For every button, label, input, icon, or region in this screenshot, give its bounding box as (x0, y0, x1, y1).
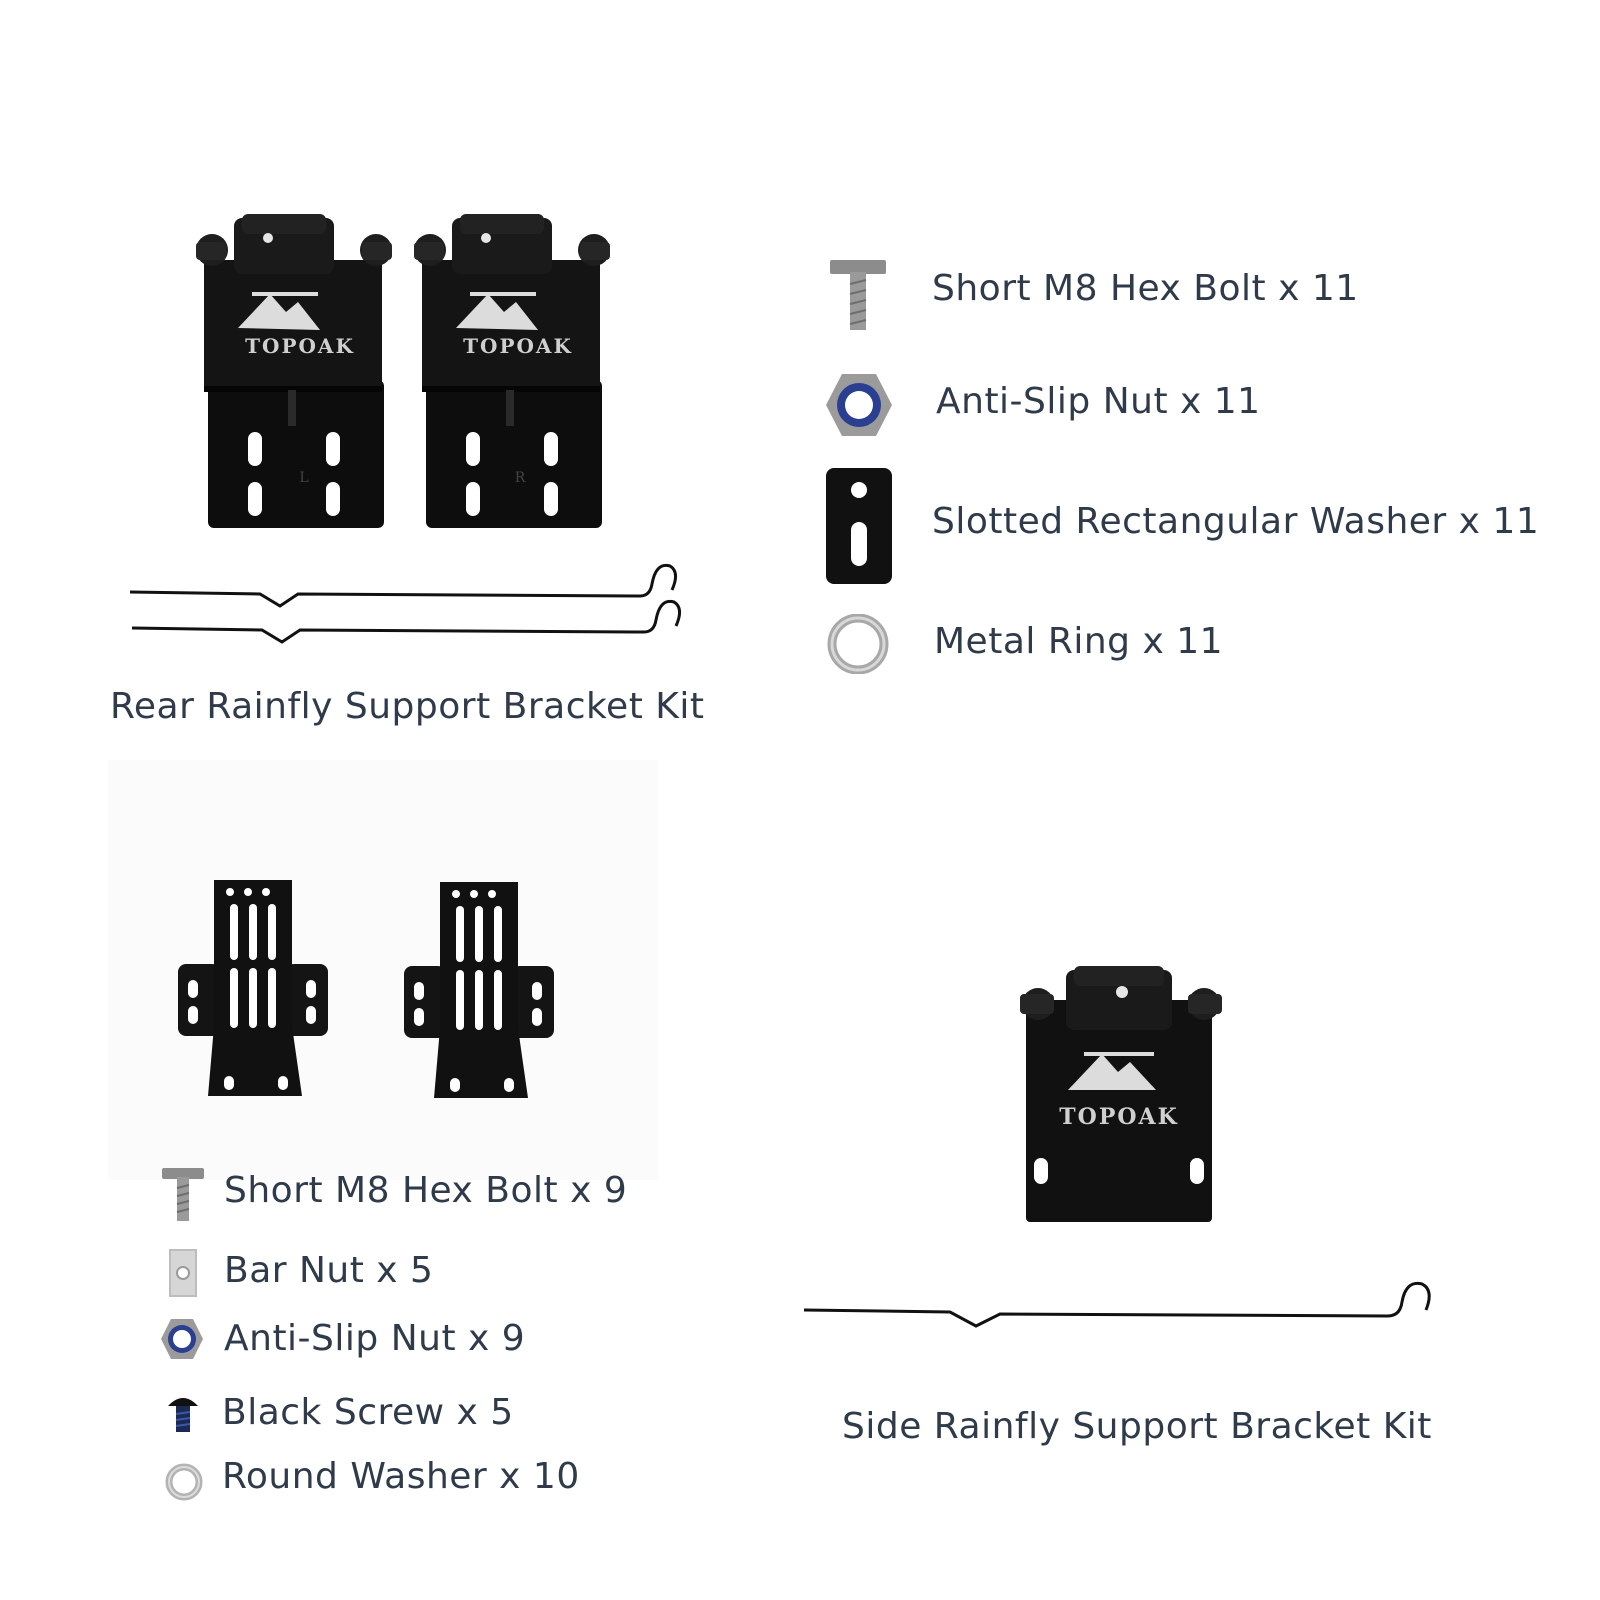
rear-support-rods (129, 563, 681, 644)
bracket-mark-right: R (515, 470, 526, 486)
middle-bracket-right (404, 882, 554, 1098)
middle-bracket-pair (178, 880, 554, 1098)
brand-logo-text: TOPOAK (245, 334, 355, 358)
part-label: Slotted Rectangular Washer x 11 (932, 501, 1540, 542)
metal-ring-icon (827, 614, 889, 674)
round-washer-icon (165, 1463, 203, 1501)
middle-bracket-left (178, 880, 328, 1096)
side-bracket: TOPOAK (1020, 966, 1222, 1222)
slotted-washer-icon (826, 468, 892, 584)
rear-bracket-left (194, 212, 394, 530)
bar-nut-icon (169, 1249, 197, 1297)
brand-logo-text: TOPOAK (1059, 1104, 1178, 1130)
part-label: Metal Ring x 11 (934, 621, 1224, 662)
part-label: Anti-Slip Nut x 9 (224, 1318, 526, 1359)
black-screw-icon (168, 1398, 198, 1432)
part-label: Short M8 Hex Bolt x 11 (932, 268, 1359, 309)
part-label: Bar Nut x 5 (224, 1250, 434, 1291)
part-label: Round Washer x 10 (222, 1456, 580, 1497)
side-kit-title: Side Rainfly Support Bracket Kit (842, 1406, 1432, 1447)
rear-kit-title: Rear Rainfly Support Bracket Kit (110, 686, 705, 727)
side-support-rod (803, 1281, 1431, 1328)
part-label: Black Screw x 5 (222, 1392, 514, 1433)
hex-bolt-icon (162, 1168, 204, 1221)
hex-bolt-icon (830, 260, 886, 330)
rear-bracket-pair: TOPOAK TOPOAK L R (194, 212, 610, 530)
bracket-mark-left: L (299, 470, 308, 486)
part-label: Short M8 Hex Bolt x 9 (224, 1170, 628, 1211)
part-label: Anti-Slip Nut x 11 (936, 381, 1261, 422)
brand-logo-text: TOPOAK (463, 334, 573, 358)
rear-bracket-right (412, 212, 610, 530)
anti-slip-nut-icon (161, 1319, 203, 1359)
anti-slip-nut-icon (826, 374, 892, 436)
